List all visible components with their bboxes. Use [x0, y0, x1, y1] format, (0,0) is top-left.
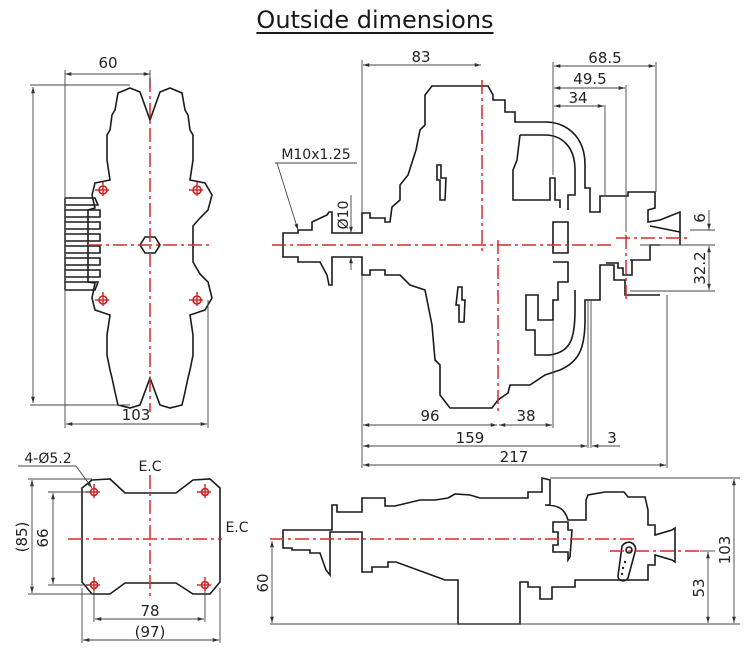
bottom-inner-detail — [552, 521, 573, 563]
cooling-fins — [64, 197, 101, 291]
side-inner-detail — [512, 134, 576, 210]
side-view-upper-outline — [282, 85, 681, 245]
side-inner-detail — [606, 260, 633, 276]
side-view-lower-outline — [282, 232, 681, 409]
holes-label: 4-Ø5.2 — [24, 451, 71, 467]
dim-60: 60 — [98, 54, 117, 72]
dim-103-bottom: 103 — [716, 536, 734, 565]
bottom-view: 60 53 103 — [254, 476, 740, 625]
front-view-outline — [87, 87, 213, 409]
dim-159: 159 — [456, 429, 485, 447]
thread-label: M10x1.25 — [281, 147, 350, 163]
dim-96: 96 — [420, 407, 439, 425]
servo-horn-hub — [625, 546, 633, 554]
dim-217: 217 — [500, 448, 529, 466]
side-view: M10x1.25 Ø10 83 68.5 49.5 34 6 32.2 — [272, 48, 715, 468]
dim-34: 34 — [568, 89, 587, 107]
dim-103: 103 — [122, 406, 151, 424]
page-title: Outside dimensions — [256, 6, 494, 34]
servo-horn-icon — [617, 541, 637, 582]
dim-3: 3 — [607, 429, 617, 447]
shaft-diameter-label: Ø10 — [336, 201, 352, 230]
dim-83: 83 — [411, 48, 430, 66]
ec-label-right: E.C — [225, 520, 248, 536]
dim-53: 53 — [690, 578, 708, 597]
dim-6: 6 — [691, 213, 709, 223]
servo-horn-hole — [623, 560, 627, 564]
bottom-view-outline — [282, 476, 676, 625]
dim-85: (85) — [13, 522, 31, 553]
dim-32-2: 32.2 — [691, 251, 709, 284]
dim-49-5: 49.5 — [573, 70, 606, 88]
hex-nut-icon — [139, 236, 161, 254]
dim-66: 66 — [34, 528, 52, 547]
dim-68-5: 68.5 — [588, 49, 621, 67]
servo-horn-hole — [621, 566, 625, 570]
mount-plate-outline — [81, 478, 221, 595]
ec-label-top: E.C — [138, 459, 161, 475]
side-inner-detail — [436, 164, 447, 201]
dim-38: 38 — [516, 407, 535, 425]
dim-97: (97) — [135, 623, 166, 641]
dim-78: 78 — [140, 602, 159, 620]
front-view: 60 103 — [30, 54, 213, 428]
dim-60-bottom: 60 — [254, 573, 272, 592]
side-inner-detail — [455, 286, 466, 323]
side-inner-detail — [525, 221, 576, 356]
mount-plate-view: 4-Ø5.2 E.C E.C (85) 66 78 (97) — [13, 451, 249, 643]
servo-horn-hole — [620, 572, 624, 576]
